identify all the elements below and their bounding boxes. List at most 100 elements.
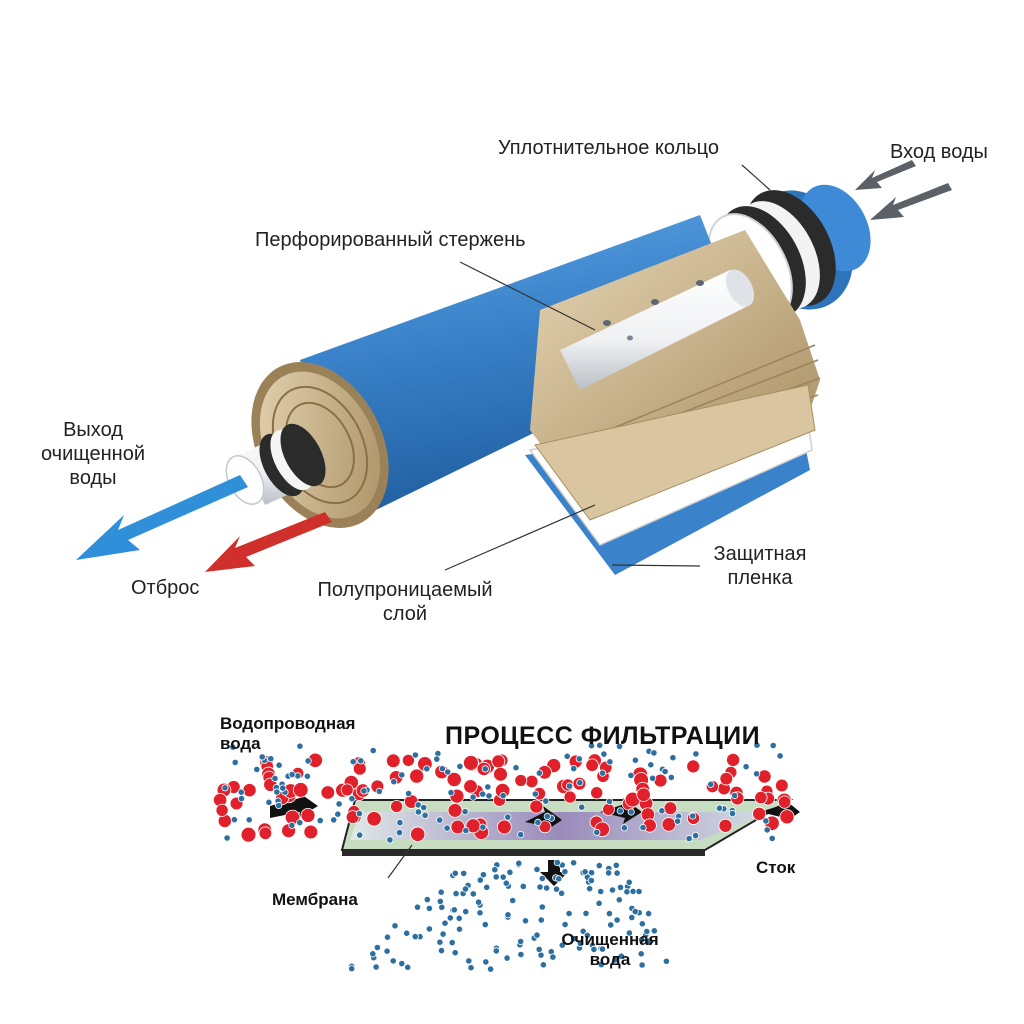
water-molecule [616, 883, 625, 892]
water-molecule [437, 888, 445, 896]
contaminant-particle [215, 803, 229, 817]
water-molecule [597, 887, 605, 896]
water-molecule [414, 808, 422, 816]
water-molecule [578, 803, 586, 811]
water-molecule [369, 746, 377, 755]
water-molecule [606, 758, 614, 766]
water-molecule [231, 758, 239, 767]
water-molecule [776, 752, 784, 760]
water-molecule [436, 897, 444, 906]
water-molecule [485, 792, 493, 800]
semipermeable-label-line2: слой [382, 603, 428, 625]
water-molecule [638, 961, 646, 969]
contaminant-particle [661, 817, 677, 832]
water-molecule [517, 830, 525, 839]
outlet-label: Выход очищенной воды [18, 418, 168, 490]
tap-water-label-line1: Водопроводная [220, 714, 356, 733]
water-molecule [575, 755, 583, 763]
water-molecule [689, 812, 697, 820]
water-molecule [535, 769, 544, 777]
water-molecule [643, 927, 651, 936]
water-molecule [335, 800, 343, 808]
water-molecule [230, 816, 238, 824]
water-molecule [404, 963, 412, 971]
contaminant-particle [303, 824, 319, 840]
contaminant-particle [496, 819, 512, 835]
water-molecule [555, 875, 563, 883]
water-molecule [627, 808, 635, 816]
water-molecule [425, 925, 433, 933]
water-molecule [265, 798, 273, 806]
water-molecule [447, 788, 455, 797]
water-molecule [515, 859, 523, 867]
contaminant-particle [602, 802, 615, 816]
water-molecule [650, 749, 658, 757]
water-molecule [661, 767, 669, 776]
water-molecule [623, 888, 631, 896]
contaminant-particle [752, 806, 767, 821]
contaminant-particle [446, 771, 462, 788]
water-molecule [536, 883, 544, 891]
water-molecule [553, 858, 561, 867]
water-molecule [450, 906, 458, 914]
water-molecule [539, 961, 548, 969]
water-molecule [316, 816, 324, 825]
water-molecule [512, 764, 520, 772]
tap-water-label-line2: вода [220, 734, 261, 753]
water-molecule [334, 810, 342, 818]
water-molecule [375, 787, 383, 796]
water-molecule [563, 752, 571, 760]
contaminant-particle [463, 755, 479, 771]
water-molecule [395, 828, 404, 837]
water-molecule [245, 816, 253, 824]
water-molecule [391, 922, 399, 930]
contaminant-particle [636, 787, 651, 802]
water-molecule [229, 743, 237, 751]
water-molecule [275, 761, 283, 769]
water-molecule [469, 890, 477, 898]
water-molecule [462, 907, 470, 916]
water-molecule [491, 866, 499, 874]
water-molecule [396, 818, 404, 827]
water-molecule [692, 750, 700, 758]
contaminant-particle [385, 753, 401, 769]
water-molecule [267, 755, 275, 763]
water-molecule [461, 885, 470, 893]
water-molecule [253, 765, 261, 774]
water-molecule [223, 834, 231, 842]
seal-ring-left [259, 423, 326, 497]
water-molecule [448, 938, 456, 947]
water-molecule [644, 909, 653, 918]
water-molecule [441, 919, 449, 927]
contaminant-particle [563, 790, 577, 804]
contaminant-particle [450, 819, 466, 835]
water-molecule [504, 911, 512, 919]
contaminant-particle [300, 807, 316, 823]
contaminant-particle [525, 774, 539, 789]
reject-label: Отброс [131, 577, 200, 599]
contaminant-particle [775, 778, 789, 793]
water-molecule [479, 790, 487, 798]
water-molecule [469, 793, 477, 801]
water-molecule [373, 943, 381, 952]
water-molecule [597, 960, 605, 969]
water-molecule [455, 925, 464, 933]
water-molecule [569, 859, 578, 867]
water-molecule [549, 953, 557, 961]
water-molecule [605, 797, 614, 806]
water-molecule [558, 941, 566, 949]
contaminant-particle [409, 768, 425, 784]
water-molecule [296, 818, 304, 827]
water-molecule [383, 947, 391, 955]
water-molecule [691, 831, 700, 840]
water-molecule [535, 945, 543, 954]
water-molecule [288, 821, 296, 829]
water-molecule [595, 899, 603, 907]
inlet-arrows [855, 160, 952, 220]
ro-cartridge [76, 160, 952, 575]
contaminant-particle [258, 826, 273, 841]
contaminant-particle [491, 754, 506, 769]
contaminant-particle [653, 773, 668, 788]
water-molecule [753, 741, 761, 749]
water-molecule [561, 868, 569, 876]
